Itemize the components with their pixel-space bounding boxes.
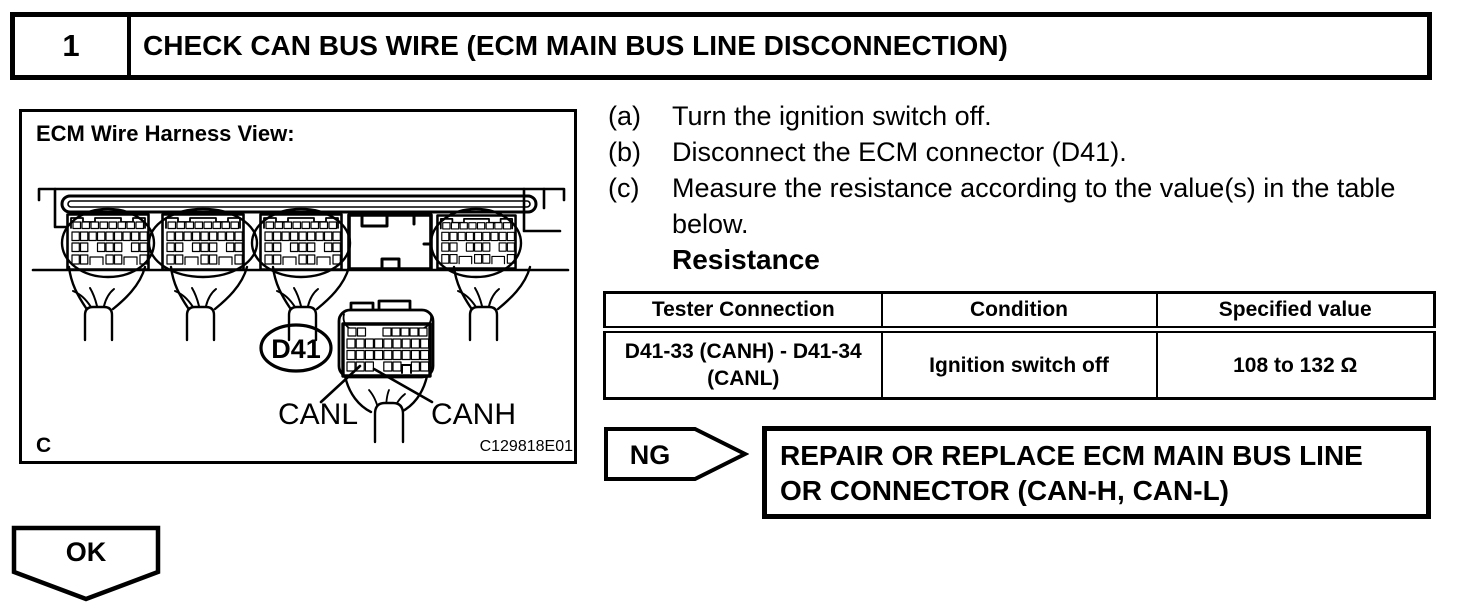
corner-mark: C <box>36 434 51 457</box>
connector-block-1 <box>66 213 150 271</box>
ng-arrow: NG <box>604 427 749 481</box>
figure-code: C129818E01 <box>480 438 574 455</box>
procedure-steps: (a) Turn the ignition switch off. (b) Di… <box>608 98 1438 278</box>
step-header: 1 CHECK CAN BUS WIRE (ECM MAIN BUS LINE … <box>10 12 1432 80</box>
canh-leader-line <box>372 367 434 404</box>
step-text: Measure the resistance according to the … <box>672 173 1396 239</box>
table-header-row: Tester Connection Condition Specified va… <box>603 291 1436 333</box>
connector-blocks <box>66 213 517 271</box>
table-header-condition: Condition <box>880 291 1158 333</box>
table-row: D41-33 (CANH) - D41-34 (CANL) Ignition s… <box>603 328 1436 400</box>
ecm-top-plate <box>60 194 538 214</box>
table-cell-condition: Ignition switch off <box>880 328 1158 400</box>
ok-label: OK <box>66 537 107 567</box>
step-row-b: (b) Disconnect the ECM connector (D41). <box>608 134 1438 170</box>
table-header-specified-value: Specified value <box>1155 291 1436 333</box>
step-text: Turn the ignition switch off. <box>672 101 992 131</box>
step-title: CHECK CAN BUS WIRE (ECM MAIN BUS LINE DI… <box>143 30 1008 61</box>
connector-block-4-blank <box>347 213 433 271</box>
d41-detail-connector <box>337 299 435 444</box>
ng-action-box: REPAIR OR REPLACE ECM MAIN BUS LINE OR C… <box>762 426 1431 519</box>
figure-title: ECM Wire Harness View: <box>36 121 295 146</box>
step-row-a: (a) Turn the ignition switch off. <box>608 98 1438 134</box>
step-label: (c) <box>608 173 640 203</box>
table-cell-specified-value: 108 to 132 Ω <box>1155 328 1436 400</box>
d41-label: D41 <box>271 334 321 364</box>
step-label: (b) <box>608 137 641 167</box>
canh-label: CANH <box>431 398 516 431</box>
connector-block-2 <box>160 213 246 271</box>
connector-block-3 <box>259 213 343 271</box>
canl-label: CANL <box>278 398 358 431</box>
table-cell-tester-connection: D41-33 (CANH) - D41-34 (CANL) <box>603 328 883 400</box>
harness-diagram: D41 CANL CANH C C129818E01 <box>31 187 574 457</box>
spec-table: Tester Connection Condition Specified va… <box>603 291 1436 400</box>
ng-label: NG <box>630 440 671 470</box>
ok-arrow: OK <box>11 525 161 602</box>
canl-leader-line <box>319 364 362 404</box>
step-row-c: (c) Measure the resistance according to … <box>608 170 1438 242</box>
connector-block-5 <box>436 214 517 270</box>
d41-callout <box>259 323 333 373</box>
step-label: (a) <box>608 101 641 131</box>
pin-grid <box>346 327 430 374</box>
connector-ovals <box>60 207 523 279</box>
ng-action-line-1: REPAIR OR REPLACE ECM MAIN BUS LINE <box>780 439 1363 471</box>
ng-action-line-2: OR CONNECTOR (CAN-H, CAN-L) <box>780 474 1229 506</box>
step-number: 1 <box>15 17 131 75</box>
table-header-tester-connection: Tester Connection <box>603 291 883 333</box>
figure-panel: D41 CANL CANH C C129818E01 ECM Wire Harn… <box>19 109 577 464</box>
resistance-heading: Resistance <box>672 244 820 275</box>
step-text: Disconnect the ECM connector (D41). <box>672 137 1127 167</box>
